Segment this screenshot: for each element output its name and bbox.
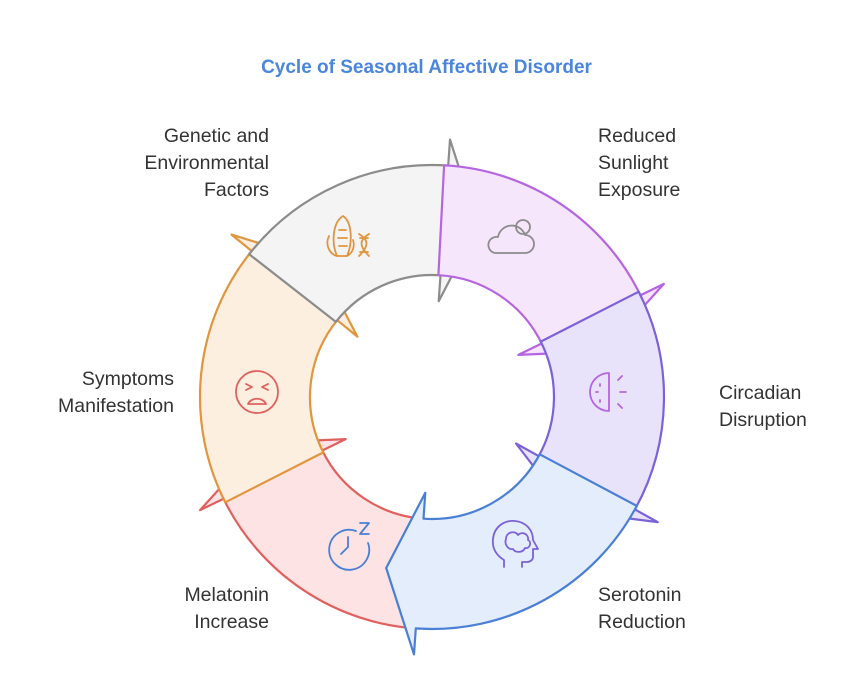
label-serotonin-reduction: Serotonin Reduction bbox=[598, 584, 686, 633]
label-symptoms-manifestation: Symptoms Manifestation bbox=[58, 368, 174, 417]
corn-dna-icon bbox=[326, 215, 370, 257]
cloud-sun-icon bbox=[487, 219, 535, 254]
diagram-title: Cycle of Seasonal Affective Disorder bbox=[261, 57, 592, 78]
label-reduced-sunlight-exposure: Reduced Sunlight Exposure bbox=[598, 125, 681, 201]
segment-melatonin bbox=[385, 453, 638, 656]
sleep-clock-icon bbox=[328, 522, 371, 571]
label-circadian-disruption: Circadian Disruption bbox=[719, 382, 807, 431]
label-genetic-environmental-factors: Genetic and Environmental Factors bbox=[144, 125, 269, 201]
head-brain-icon bbox=[491, 520, 539, 568]
half-sun-icon bbox=[589, 372, 627, 412]
label-melatonin-increase: Melatonin Increase bbox=[184, 584, 269, 633]
sad-face-icon bbox=[235, 370, 279, 414]
